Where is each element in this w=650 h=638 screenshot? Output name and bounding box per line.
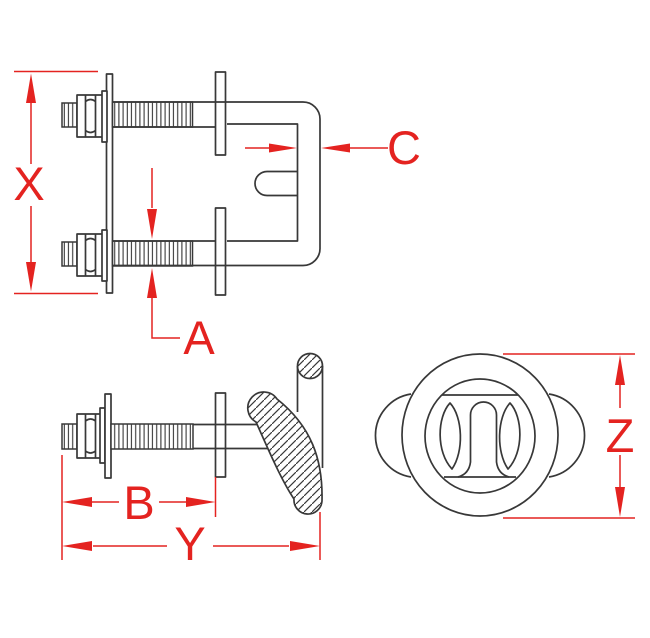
dim-x-arrow-down xyxy=(26,262,36,292)
dim-b-arrow-left xyxy=(62,497,92,507)
u-bracket-slot xyxy=(254,170,298,197)
lower-washer xyxy=(101,229,108,282)
lower-bolt-threads xyxy=(111,240,194,267)
front-view-assembly xyxy=(61,71,321,296)
upper-bolt xyxy=(61,90,216,143)
dim-z-arrow-down xyxy=(615,487,625,517)
side-bolt-threads xyxy=(110,423,194,450)
dim-label-y: Y xyxy=(174,517,205,570)
dimension-x: X xyxy=(13,70,98,295)
dim-x-arrow-up xyxy=(26,73,36,103)
rubber-mount-view xyxy=(374,353,586,517)
dim-y-arrow-right xyxy=(290,541,320,551)
mount-right-hole xyxy=(498,402,521,470)
upper-clamp-bar xyxy=(214,71,227,156)
upper-hex-nut-facets xyxy=(84,95,97,137)
dim-label-x: X xyxy=(13,157,44,210)
dim-z-arrow-up xyxy=(615,355,625,385)
backing-plate xyxy=(105,73,114,294)
dim-c-arrow-right xyxy=(269,143,297,153)
lower-bolt xyxy=(61,229,216,282)
dim-a-arrow-up xyxy=(147,268,157,298)
mount-center-slot xyxy=(457,401,510,478)
lower-clamp-bar xyxy=(214,207,227,296)
dim-label-c: C xyxy=(387,121,421,174)
dim-c-arrow-left xyxy=(321,143,350,153)
upper-bolt-thread-end xyxy=(61,102,78,128)
dimension-c: C xyxy=(245,121,421,174)
lower-bolt-thread-end xyxy=(61,241,78,267)
dim-a-leader xyxy=(151,298,180,339)
mount-inner-ring xyxy=(424,378,536,494)
dimension-a: A xyxy=(147,168,215,364)
mount-left-lobe xyxy=(374,393,412,478)
hook-upright-lines xyxy=(296,366,324,468)
side-hex-nut-facets xyxy=(84,414,97,458)
hook-body-section xyxy=(246,391,323,515)
mount-left-hole xyxy=(439,402,462,470)
dimension-b: B xyxy=(61,455,217,560)
side-bolt xyxy=(61,393,282,479)
mount-right-lobe xyxy=(548,393,586,478)
dim-b-arrow-right xyxy=(186,497,216,507)
lower-hex-nut xyxy=(76,233,104,277)
dim-label-a: A xyxy=(183,311,215,364)
u-bracket-inner-edge xyxy=(227,123,299,242)
dim-label-b: B xyxy=(123,476,154,529)
dimension-y: Y xyxy=(62,512,321,570)
dim-y-arrow-left xyxy=(62,541,92,551)
hook-rod-section xyxy=(296,352,324,380)
upper-washer xyxy=(101,90,108,143)
side-washer-large xyxy=(104,393,112,479)
side-bolt-thread-end xyxy=(61,423,78,450)
dim-a-arrow-down xyxy=(147,209,157,239)
side-clamp-bar xyxy=(214,392,227,478)
upper-bolt-threads xyxy=(111,101,194,128)
dim-label-z: Z xyxy=(606,409,635,462)
u-bracket-outer-edge xyxy=(112,101,321,267)
lower-hex-nut-facets xyxy=(84,234,97,276)
top-view-assembly xyxy=(61,352,324,515)
upper-hex-nut xyxy=(76,94,104,138)
dimension-z: Z xyxy=(503,353,635,519)
side-hex-nut xyxy=(76,413,104,459)
